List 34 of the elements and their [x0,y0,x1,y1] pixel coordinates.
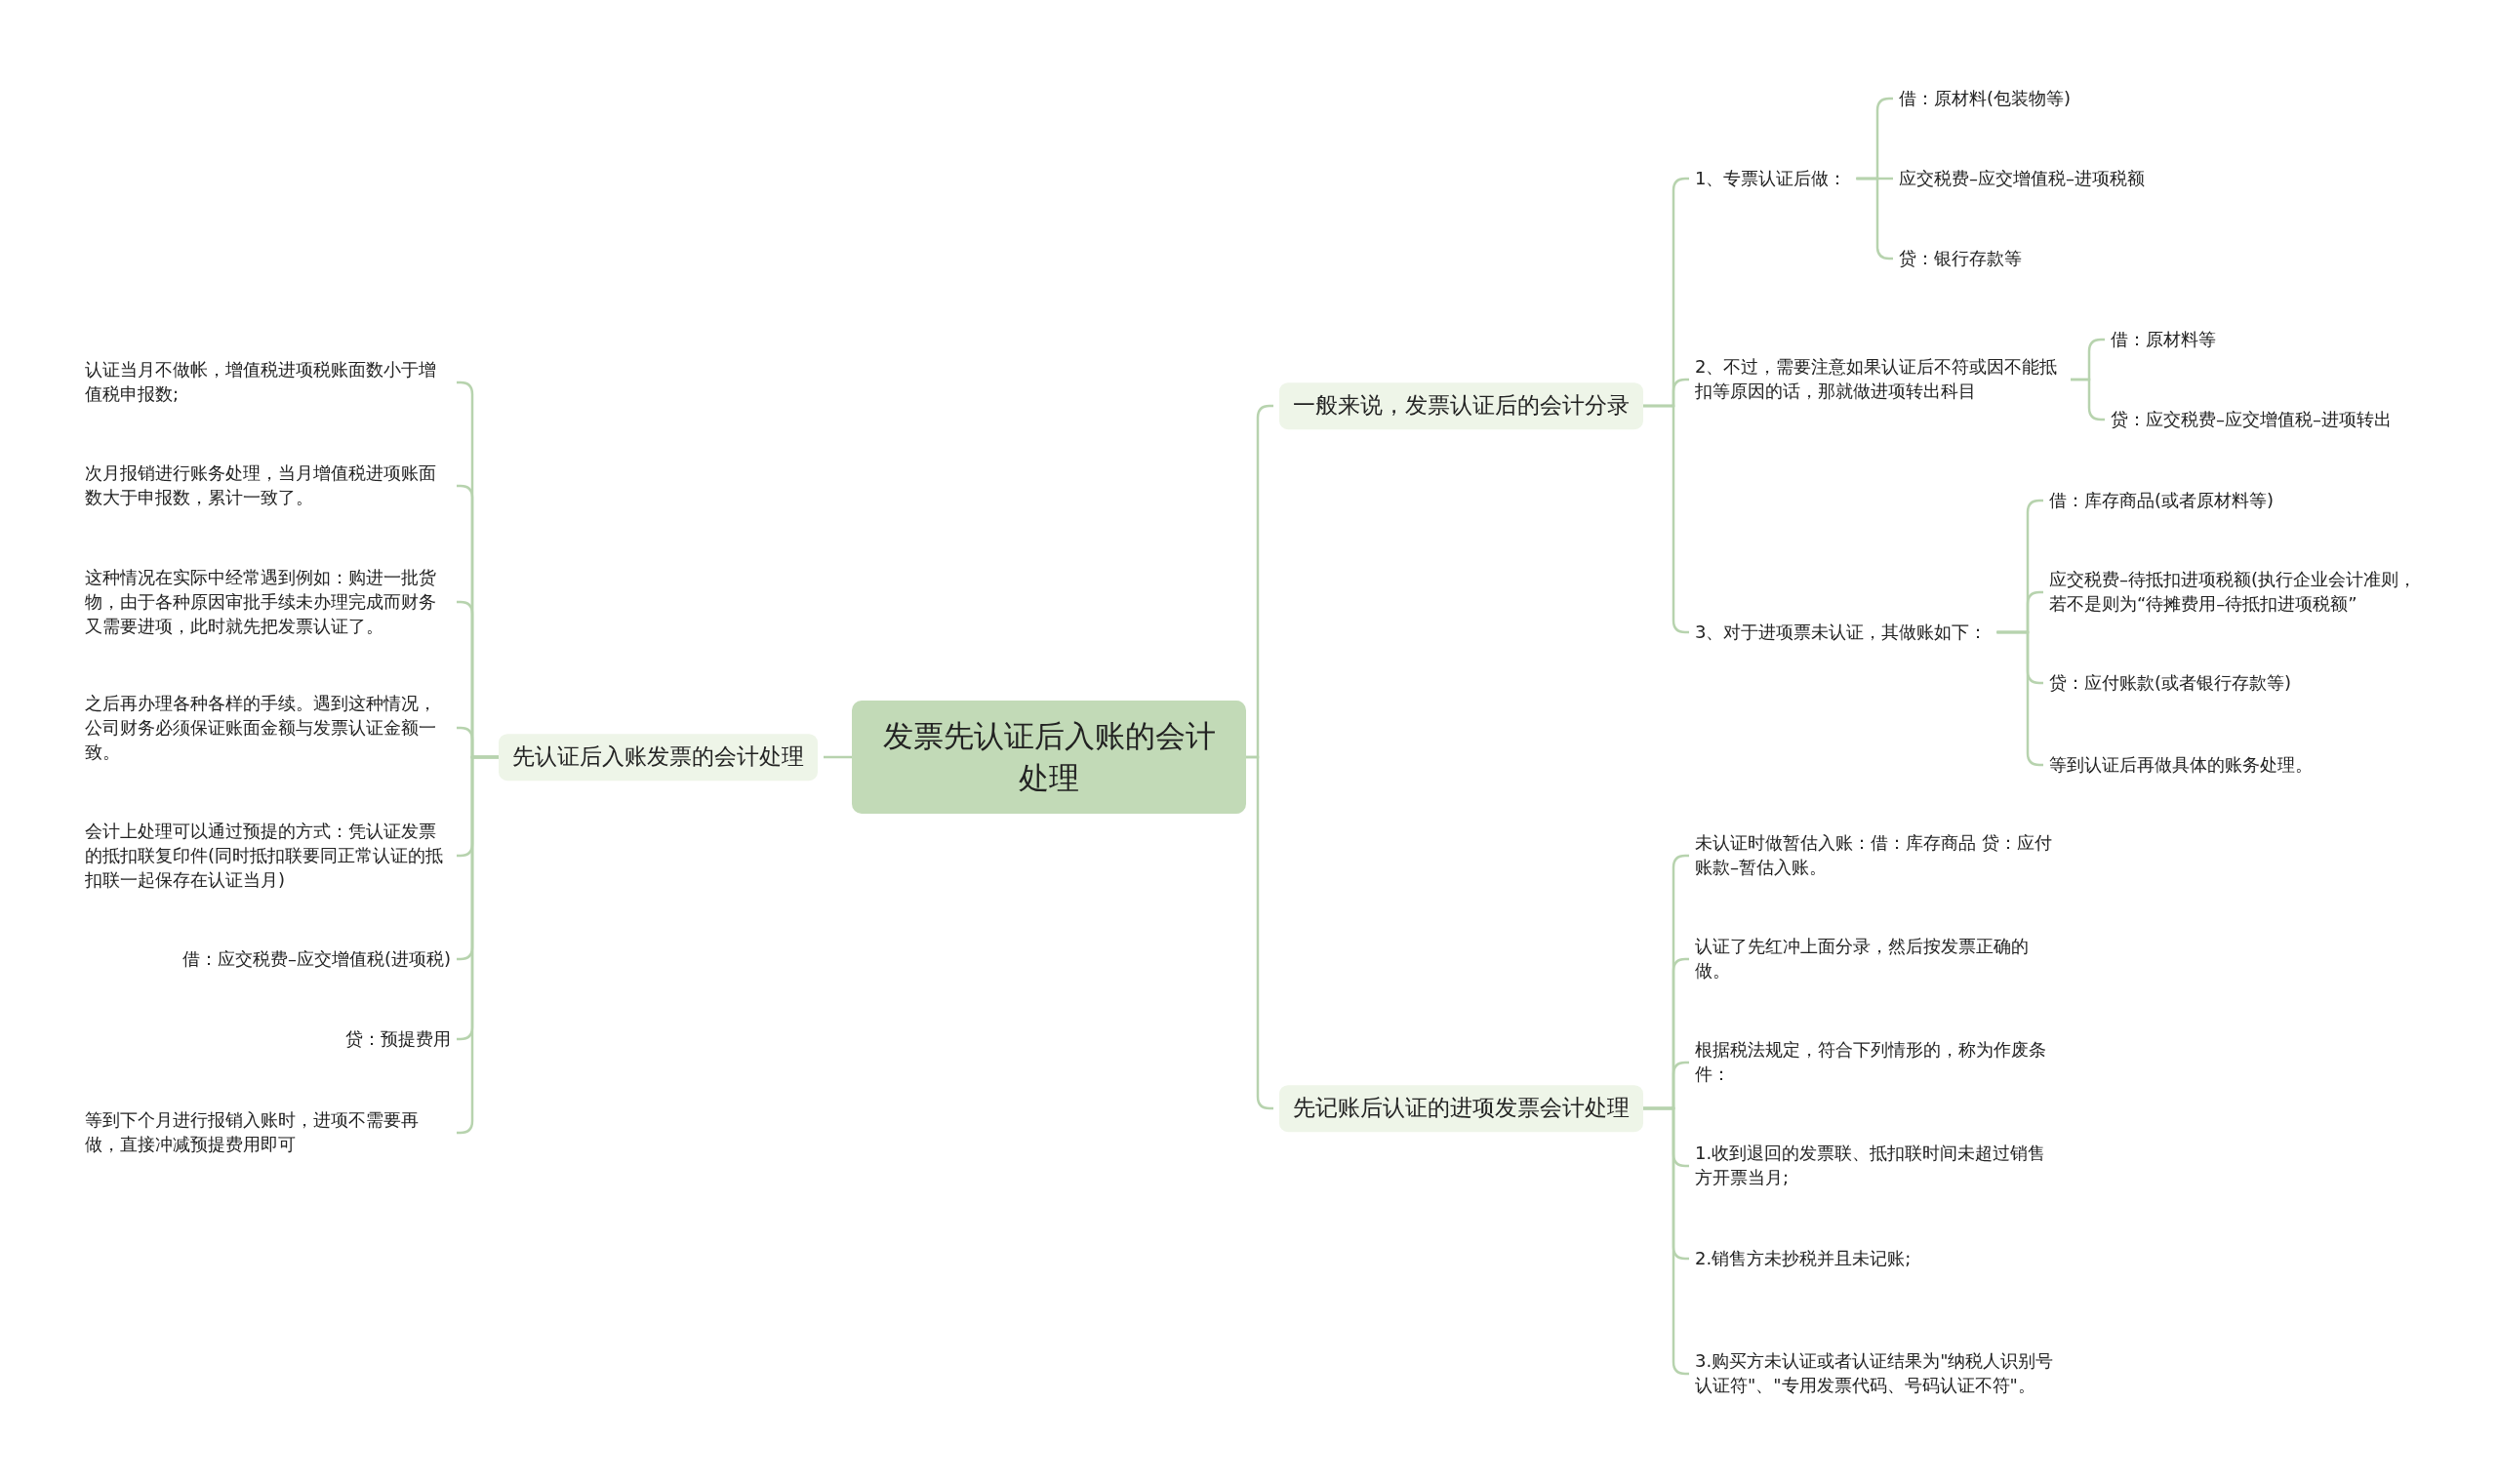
branch-text: 借：应交税费–应交增值税(进项税) [181,946,451,972]
branch-text: 之后再办理各种各样的手续。遇到这种情况，公司财务必须保证账面金额与发票认证金额一致。 [85,691,451,765]
branch-text: 根据税法规定，符合下列情形的，称为作废条件： [1695,1038,2061,1087]
topic-box: 先认证后入账发票的会计处理 [499,734,818,781]
branch-text: 这种情况在实际中经常遇到例如：购进一批货物，由于各种原因审批手续未办理完成而财务又需要进项，此时就先把发票认证了。 [85,565,451,639]
connector-line [1246,755,1273,1110]
connector-line [457,755,499,1135]
branch-text: 贷：应交税费–应交增值税–进项转出 [2111,407,2392,432]
branch-text: 等到下个月进行报销入账时，进项不需要再做，直接冲减预提费用即可 [85,1108,451,1157]
branch-text: 2.销售方未抄税并且未记账; [1695,1246,1912,1271]
connector-line [824,755,852,759]
branch-text: 认证了先红冲上面分录，然后按发票正确的做。 [1695,935,2061,983]
branch-text: 认证当月不做帐，增值税进项税账面数小于增值税申报数; [85,358,451,407]
branch-text: 会计上处理可以通过预提的方式：凭认证发票的抵扣联复印件(同时抵扣联要同正常认证的抵扣联一起保存在认证当月) [85,819,451,893]
branch-text: 3.购买方未认证或者认证结果为"纳税人识别号认证符"、"专用发票代码、号码认证不符"。 [1695,1349,2066,1398]
connector-line [2071,378,2105,421]
topic-box: 一般来说，发票认证后的会计分录 [1279,382,1643,429]
branch-text: 等到认证后再做具体的账务处理。 [2049,752,2313,778]
branch-text: 借：库存商品(或者原材料等) [2049,488,2275,513]
branch-text: 应交税费–应交增值税–进项税额 [1899,166,2145,191]
branch-text: 贷：应付账款(或者银行存款等) [2049,670,2292,696]
branch-text: 贷：银行存款等 [1899,246,2022,271]
branch-text: 次月报销进行账务处理，当月增值税进项账面数大于申报数，累计一致了。 [85,461,451,510]
branch-text: 借：原材料(包装物等) [1899,86,2072,111]
branch-text: 未认证时做暂估入账：借：库存商品 贷：应付账款–暂估入账。 [1695,831,2061,880]
branch-text: 3、对于进项票未认证，其做账如下： [1695,620,1988,645]
branch-text: 借：原材料等 [2111,327,2216,352]
branch-text: 应交税费–待抵扣进项税额(执行企业会计准则，若不是则为“待摊费用–待抵扣进项税额” [2049,568,2420,617]
branch-text: 1.收到退回的发票联、抵扣联时间未超过销售方开票当月; [1695,1142,2061,1190]
topic-box: 先记账后认证的进项发票会计处理 [1279,1085,1643,1132]
branch-text: 1、专票认证后做： [1695,166,1847,191]
branch-text: 2、不过，需要注意如果认证后不符或因不能抵扣等原因的话，那就做进项转出科目 [1695,355,2061,404]
central-topic-box: 发票先认证后入账的会计处理 [852,701,1246,814]
branch-text: 贷：预提费用 [345,1026,451,1052]
